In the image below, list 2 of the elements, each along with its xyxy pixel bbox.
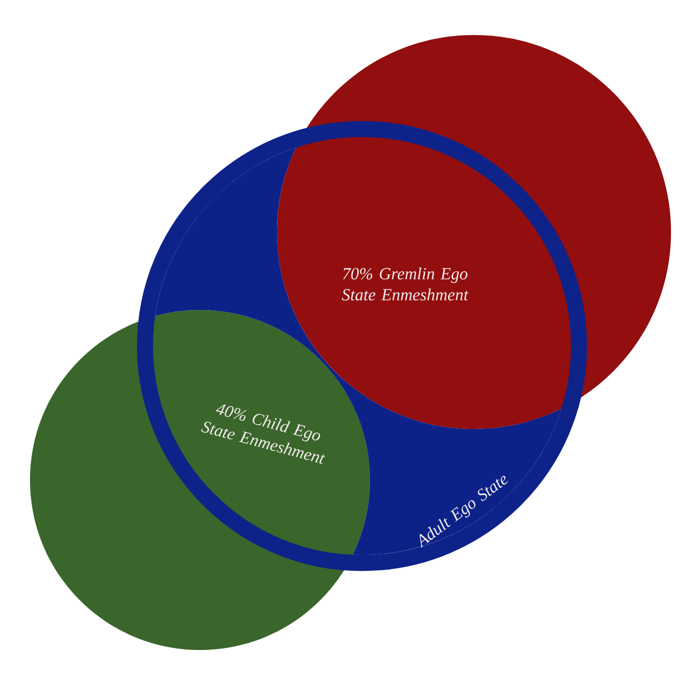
ring-circle (137, 121, 587, 571)
circle-label: 70% Gremlin Ego State Enmeshment (342, 268, 469, 300)
